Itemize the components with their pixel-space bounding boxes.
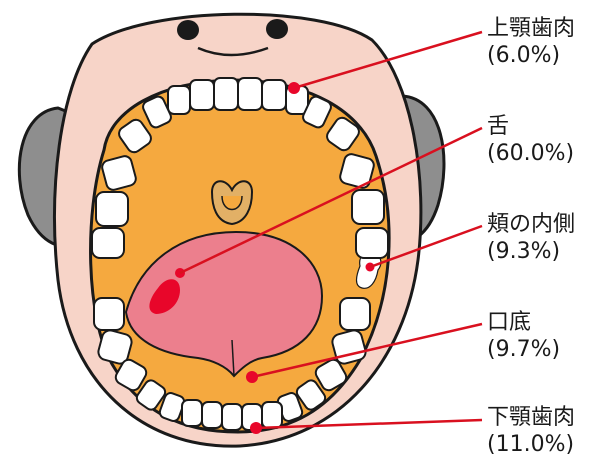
label-tongue-pct: (60.0%)	[487, 140, 574, 167]
label-mouth-floor: 口底 (9.7%)	[487, 309, 560, 363]
label-upper-gum: 上顎歯肉 (6.0%)	[487, 15, 575, 69]
label-mouth-floor-name: 口底	[487, 309, 560, 336]
label-tongue: 舌 (60.0%)	[487, 113, 574, 167]
marker-upper-gum	[288, 82, 300, 94]
label-cheek: 頬の内側 (9.3%)	[487, 211, 575, 265]
label-mouth-floor-pct: (9.7%)	[487, 336, 560, 363]
label-upper-gum-name: 上顎歯肉	[487, 15, 575, 42]
label-lower-gum-pct: (11.0%)	[487, 431, 575, 458]
label-upper-gum-pct: (6.0%)	[487, 42, 575, 69]
label-tongue-name: 舌	[487, 113, 574, 140]
right-eye	[266, 19, 288, 39]
label-lower-gum-name: 下顎歯肉	[487, 404, 575, 431]
marker-mouth-floor	[246, 371, 258, 383]
left-eye	[177, 20, 199, 40]
label-cheek-pct: (9.3%)	[487, 238, 575, 265]
label-cheek-name: 頬の内側	[487, 211, 575, 238]
marker-lower-gum	[250, 422, 262, 434]
label-lower-gum: 下顎歯肉 (11.0%)	[487, 404, 575, 458]
